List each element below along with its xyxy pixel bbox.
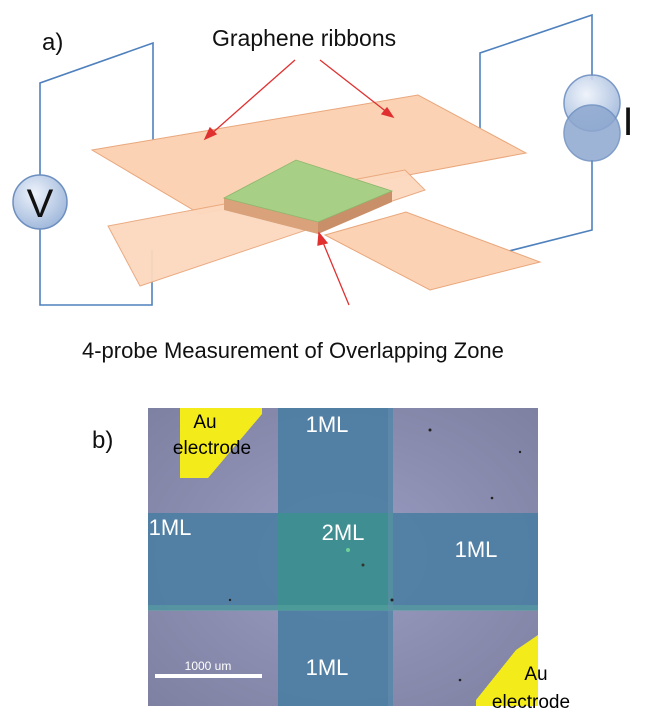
region-left-label: 1ML xyxy=(149,515,192,540)
scale-bar-label: 1000 um xyxy=(185,659,232,673)
micro-overlap xyxy=(278,513,393,610)
graphene-ribbon-back xyxy=(90,94,528,215)
panel-b-label: b) xyxy=(92,427,113,454)
voltmeter-symbol: V xyxy=(27,182,54,226)
arrow-right-ribbon xyxy=(319,59,389,114)
panel-a-label: a) xyxy=(42,29,63,56)
arrows xyxy=(203,59,395,306)
arrow-overlap-head xyxy=(317,231,329,246)
micrograph xyxy=(148,408,538,706)
electrode-top-label-line1: Au xyxy=(193,412,216,433)
region-right-label: 1ML xyxy=(455,537,498,562)
region-bottom-label: 1ML xyxy=(306,655,349,680)
panel-a-caption: 4-probe Measurement of Overlapping Zone xyxy=(82,338,504,363)
ribbons-label: Graphene ribbons xyxy=(212,25,396,51)
electrode-bottom-label-line1: Au xyxy=(524,664,547,685)
voltmeter-icon xyxy=(12,174,68,230)
current-source-wire xyxy=(479,13,593,253)
arrow-left-ribbon-head xyxy=(203,126,218,141)
overlap-zone-side xyxy=(224,198,318,234)
electrode-top-label-line2: electrode xyxy=(173,438,251,459)
graphene-ribbon-front-right xyxy=(323,211,542,291)
region-top-label: 1ML xyxy=(306,412,349,437)
arrow-right-ribbon-head xyxy=(380,106,395,119)
overlap-zone-side-right xyxy=(318,191,392,234)
current-source-symbol: I xyxy=(622,100,633,144)
arrow-left-ribbon xyxy=(209,59,296,136)
electrode-top-pad xyxy=(180,408,262,478)
current-source-icon xyxy=(563,74,621,162)
electrode-bottom-label-line2: electrode xyxy=(492,692,570,713)
electrode-bottom-pad xyxy=(476,635,538,706)
overlap-zone-top xyxy=(222,159,394,223)
arrow-overlap xyxy=(321,239,350,306)
region-center-label: 2ML xyxy=(322,520,365,545)
